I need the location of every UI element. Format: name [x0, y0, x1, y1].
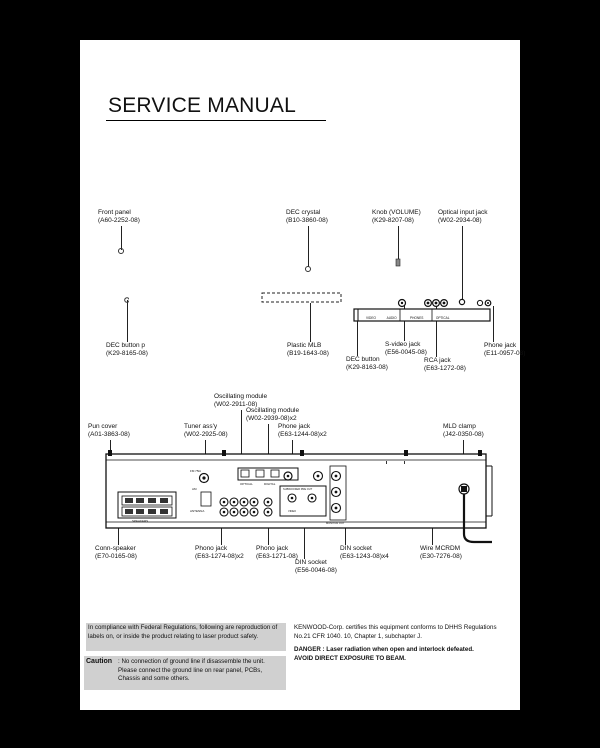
label-din-socket-1: DIN socket(E56-0046-08) — [295, 559, 337, 574]
leader-optical — [462, 226, 463, 302]
label-wire-mcrdm: Wire MCRDM(E30-7276-08) — [420, 545, 462, 560]
label-knob-volume: Knob (VOLUME)(K29-8207-08) — [372, 209, 421, 224]
label-tuner-assy: Tuner ass'y(W02-2925-08) — [184, 423, 228, 438]
label-phono-jack-2: Phono jack(E63-1271-08) — [256, 545, 298, 560]
leader-dec-crystal — [308, 226, 309, 268]
label-conn-speaker: Conn-speaker(E70-0165-08) — [95, 545, 137, 560]
leader-s-video — [404, 305, 405, 341]
video-marking: VIDEO — [288, 509, 296, 513]
caution-text: : No connection of ground line if disass… — [118, 658, 265, 682]
leader-conn-speaker — [118, 518, 119, 545]
label-phono-jack-1: Phono jack(E63-1274-08)x2 — [195, 545, 244, 560]
leader-din-1 — [304, 500, 305, 559]
kenwood-notice: KENWOOD-Corp. certifies this equipment c… — [292, 623, 510, 669]
antenna-marking: ANTENNA — [190, 509, 204, 513]
label-dec-button: DEC button(K29-8163-08) — [346, 356, 388, 371]
danger-text: AVOID DIRECT EXPOSURE TO BEAM. — [294, 654, 406, 662]
label-dec-crystal: DEC crystal(B10-3860-08) — [286, 209, 328, 224]
manual-page — [80, 40, 520, 710]
danger-title: DANGER : Laser radiation when open and i… — [294, 646, 474, 653]
leader-dec-button — [357, 318, 358, 356]
title-box: SERVICE MANUAL — [106, 94, 326, 121]
optical-marking: OPTICAL — [240, 482, 253, 486]
leader-phone-front — [493, 306, 494, 342]
leader-front-panel — [121, 226, 122, 250]
caution-notice: Caution : No connection of ground line i… — [84, 656, 286, 690]
leader-dec-button-p — [127, 300, 128, 342]
fm-marking: FM 75Ω — [190, 469, 202, 473]
speakers-marking: SPEAKERS — [132, 519, 148, 523]
front-jack-panel — [353, 298, 492, 322]
label-phone-jack-front: Phone jack(E11-0957-08) — [484, 342, 526, 357]
kenwood-certification-text: KENWOOD-Corp. certifies this equipment c… — [294, 624, 497, 640]
front-strip-markings: VIDEO AUDIO PHONES OPTICAL — [366, 316, 450, 320]
am-marking: AM — [192, 487, 197, 491]
label-mld-clamp: MLD clamp(J42-0350-08) — [443, 423, 484, 438]
leader-osc-2 — [268, 424, 269, 468]
leader-plastic-mlb — [310, 303, 311, 342]
label-s-video-jack: S-video jack(E56-0045-08) — [385, 341, 427, 356]
digital-marking: DIGITAL — [264, 482, 276, 486]
leader-pun-cover — [110, 440, 111, 454]
label-rca-jack: RCA jack(E63-1272-08) — [424, 357, 466, 372]
leader-rca — [436, 305, 437, 357]
caution-label: Caution — [86, 658, 113, 665]
rear-panel-drawing: SPEAKERS FM 75Ω AM ANTENNA OPTICAL DIGIT… — [105, 450, 493, 544]
subwoofer-marking: SUBWOOFER PRE OUT — [283, 487, 313, 491]
label-front-panel: Front panel(A60-2252-08) — [98, 209, 140, 224]
crystal-icon — [305, 266, 311, 272]
leader-osc-1 — [241, 410, 242, 466]
knob-icon — [395, 258, 401, 267]
plastic-mlb-outline — [261, 292, 342, 303]
label-dec-button-p: DEC button p(K29-8165-08) — [106, 342, 148, 357]
monitor-out-marking: MONITOR OUT — [326, 521, 345, 525]
leader-knob — [398, 226, 399, 262]
label-pun-cover: Pun cover(A01-3863-08) — [88, 423, 130, 438]
page-title: SERVICE MANUAL — [108, 94, 296, 117]
label-optical-input-jack: Optical input jack(W02-2934-08) — [438, 209, 488, 224]
label-din-socket-2: DIN socket(E63-1243-08)x4 — [340, 545, 389, 560]
front-panel-parts — [118, 248, 129, 303]
label-plastic-mlb: Plastic MLB(B19-1643-08) — [287, 342, 329, 357]
label-osc-module-2: Oscillating module(W02-2939-08)x2 — [246, 407, 300, 422]
label-phone-jack-rear: Phone jack(E63-1244-08)x2 — [278, 423, 327, 438]
leader-wire — [432, 520, 433, 545]
federal-notice: In compliance with Federal Regulations, … — [86, 623, 286, 651]
label-osc-module-1: Oscillating module(W02-2911-08) — [214, 393, 268, 408]
